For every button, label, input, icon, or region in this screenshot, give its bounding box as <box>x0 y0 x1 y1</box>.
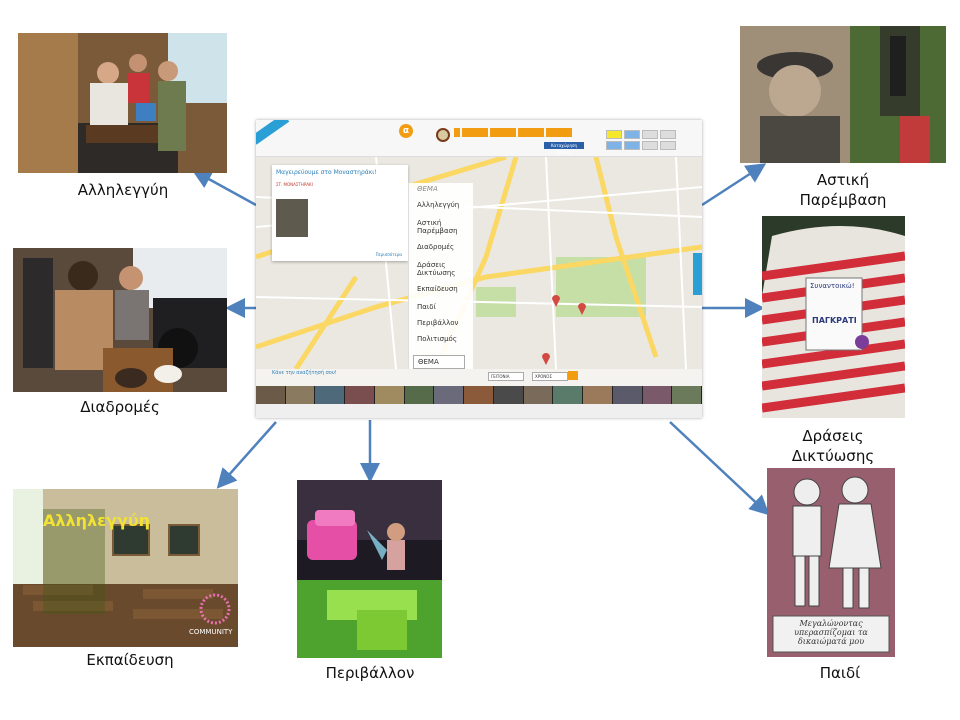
photo-paidi: Μεγαλώνοντας υπερασπίζομαι τα δικαιώματά… <box>767 468 895 657</box>
map-pin-icon <box>552 295 560 307</box>
corner-ribbon <box>256 120 290 145</box>
photo-ekpaideusi: Αλληλεγγύη COMMUNITY <box>13 489 238 647</box>
site-footer <box>256 404 702 418</box>
popup-more-link[interactable]: Περισσότερα <box>375 252 402 257</box>
popup-title: Μαγειρεύουμε στο Μοναστηράκι! <box>276 169 377 176</box>
submit-action-button[interactable]: Καταχώρηση Δράσης <box>544 142 584 155</box>
logo-icon: α <box>399 124 413 138</box>
social-button[interactable] <box>624 141 640 150</box>
menu-heading: ΘΕΜΑ <box>417 185 438 193</box>
website-screenshot: α Καταχώρηση Δράσης <box>256 120 702 418</box>
social-button[interactable] <box>642 130 658 139</box>
caption-draseis: Δράσεις Δικτύωσης <box>791 427 875 465</box>
nav-item[interactable] <box>462 128 488 137</box>
nav-item[interactable] <box>490 128 516 137</box>
site-header: α Καταχώρηση Δράσης <box>256 120 702 157</box>
search-prompt: Κάνε την αναζήτησή σου! <box>272 370 337 376</box>
menu-item[interactable]: Εκπαίδευση <box>417 285 458 293</box>
nav-item[interactable] <box>518 128 544 137</box>
map-pin-icon <box>578 303 586 315</box>
caption-diadromes: Διαδρομές <box>80 398 160 416</box>
side-tab[interactable] <box>693 253 702 295</box>
menu-item[interactable]: Δράσεις Δικτύωσης <box>417 261 456 277</box>
photo-draseis: Συναντοικώ! ΠΑΓΚΡΑΤΙ <box>762 216 905 418</box>
theme-menu: ΘΕΜΑ Αλληλεγγύη Αστική Παρέμβαση Διαδρομ… <box>408 183 473 369</box>
menu-item[interactable]: Παιδί <box>417 303 436 311</box>
thumbnail-strip <box>256 386 702 404</box>
badge-line2: ΠΑΓΚΡΑΤΙ <box>812 316 857 325</box>
seal-icon <box>436 128 450 142</box>
photo-allileggyi <box>18 33 227 173</box>
map-pin-icon <box>542 353 550 365</box>
nav-item[interactable] <box>454 128 460 137</box>
map-pins <box>542 295 586 365</box>
poster-title: Αλληλεγγύη <box>43 511 151 530</box>
photo-perivallon <box>297 480 442 658</box>
caption-paidi: Παιδί <box>819 664 861 682</box>
social-button[interactable] <box>660 141 676 150</box>
theme-select[interactable]: ΘΕΜΑ <box>413 355 465 369</box>
child-poster-text: Μεγαλώνοντας υπερασπίζομαι τα δικαιώματά… <box>794 619 868 646</box>
photo-astiki <box>740 26 946 163</box>
caption-astiki: Αστική Παρέμβαση <box>799 171 887 209</box>
social-button[interactable] <box>624 130 640 139</box>
social-button[interactable] <box>606 130 622 139</box>
site-nav <box>454 128 572 137</box>
menu-item[interactable]: Πολιτισμός <box>417 335 457 343</box>
map-view[interactable]: Μαγειρεύουμε στο Μοναστηράκι! ΣΤ. ΜΟΝΑΣΤ… <box>256 157 702 369</box>
social-button[interactable] <box>606 141 622 150</box>
nav-item[interactable] <box>546 128 572 137</box>
search-icon[interactable] <box>568 371 578 380</box>
caption-perivallon: Περιβάλλον <box>325 664 415 682</box>
social-buttons <box>606 130 676 150</box>
menu-item[interactable]: Αλληλεγγύη <box>417 201 460 209</box>
arrow-astiki <box>701 163 767 207</box>
menu-item[interactable]: Διαδρομές <box>417 243 455 251</box>
poster-brand: COMMUNITY <box>189 628 233 636</box>
popup-thumbnail <box>276 199 308 237</box>
caption-ekpaideusi: Εκπαίδευση <box>86 651 174 669</box>
arrow-ekpaideusi <box>216 421 277 489</box>
popup-subtitle: ΣΤ. ΜΟΝΑΣΤΗΡΑΚΙ <box>276 182 313 187</box>
badge-line1: Συναντοικώ! <box>810 282 855 290</box>
social-button[interactable] <box>642 141 658 150</box>
event-popup[interactable]: Μαγειρεύουμε στο Μοναστηράκι! ΣΤ. ΜΟΝΑΣΤ… <box>272 165 408 261</box>
social-button[interactable] <box>660 130 676 139</box>
neighborhood-select[interactable]: ΓΕΙΤΟΝΙΑ <box>488 372 524 381</box>
menu-item[interactable]: Αστική Παρέμβαση <box>417 219 458 235</box>
photo-diadromes <box>13 248 227 392</box>
menu-item[interactable]: Περιβάλλον <box>417 319 459 327</box>
time-select[interactable]: ΧΡΟΝΟΣ <box>532 372 568 381</box>
caption-allileggyi: Αλληλεγγύη <box>77 181 169 199</box>
filters: ΓΕΙΤΟΝΙΑ ΧΡΟΝΟΣ <box>488 372 568 381</box>
